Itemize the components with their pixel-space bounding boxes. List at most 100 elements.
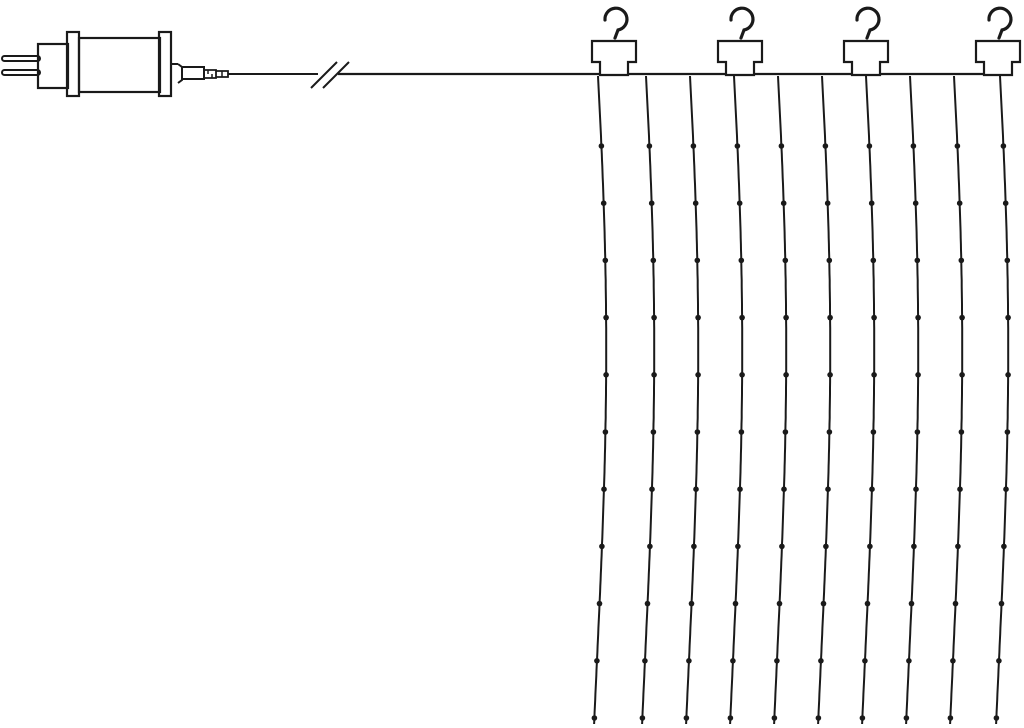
led-bulb <box>866 143 873 149</box>
led-bulb <box>778 143 785 149</box>
led-bulb <box>603 372 609 378</box>
led-bulb <box>868 200 875 206</box>
led-bulb <box>870 257 877 264</box>
led-bulb <box>695 372 701 378</box>
led-bulb <box>776 600 783 607</box>
lead-cable-icon <box>228 61 1008 89</box>
led-bulb <box>869 486 875 493</box>
led-bulb <box>1000 143 1007 149</box>
led-bulb <box>1004 257 1011 264</box>
led-bulb <box>911 543 917 550</box>
led-bulb <box>998 600 1005 607</box>
led-bulb <box>996 658 1002 664</box>
led-bulb <box>695 314 701 321</box>
led-bulb <box>730 658 736 664</box>
led-bulb <box>958 257 965 264</box>
led-bulb <box>738 257 745 264</box>
led-strand-icon <box>591 75 609 725</box>
led-bulb <box>779 543 785 550</box>
led-bulb <box>735 543 741 550</box>
led-bulb <box>783 372 789 378</box>
led-bulb <box>871 314 877 321</box>
hanging-hook-icon <box>590 6 638 77</box>
led-bulb <box>914 257 921 264</box>
led-bulb <box>781 486 787 493</box>
power-adapter-icon <box>77 30 178 98</box>
led-bulb <box>820 600 827 607</box>
led-bulb <box>603 314 609 321</box>
led-bulb <box>957 486 963 493</box>
led-bulb <box>599 543 605 550</box>
led-strand-icon <box>815 75 833 725</box>
led-bulb <box>1005 372 1011 378</box>
led-bulb <box>903 715 910 721</box>
led-bulb <box>736 200 743 206</box>
led-bulb <box>959 372 965 378</box>
led-strand-icon <box>727 75 745 725</box>
led-bulb <box>598 143 605 149</box>
led-bulb <box>780 200 787 206</box>
led-bulb <box>782 257 789 264</box>
led-bulb <box>771 715 778 721</box>
led-strand-icon <box>683 75 701 725</box>
led-bulb <box>739 372 745 378</box>
led-strand-icon <box>771 75 789 725</box>
led-bulb <box>683 715 690 721</box>
led-bulb <box>690 143 697 149</box>
led-bulb <box>859 715 866 721</box>
led-strand-icon <box>993 75 1011 725</box>
led-bulb <box>826 429 833 435</box>
led-bulb <box>650 429 657 435</box>
led-strand-icon <box>903 75 921 725</box>
led-bulb <box>651 372 657 378</box>
led-bulb <box>1003 486 1009 493</box>
power-plug-icon <box>1 30 81 98</box>
led-bulb <box>1004 429 1011 435</box>
cable-break-mark <box>310 61 350 89</box>
led-bulb <box>912 200 919 206</box>
led-bulb <box>955 543 961 550</box>
led-bulb <box>908 600 915 607</box>
led-bulb <box>600 200 607 206</box>
led-bulb <box>867 543 873 550</box>
led-bulb <box>823 543 829 550</box>
led-strand-icon <box>639 75 657 725</box>
led-bulb <box>954 143 961 149</box>
led-strands <box>591 75 1011 725</box>
led-bulb <box>862 658 868 664</box>
led-bulb <box>691 543 697 550</box>
led-bulb <box>651 314 657 321</box>
led-bulb <box>591 715 598 721</box>
led-bulb <box>594 658 600 664</box>
led-bulb <box>952 600 959 607</box>
led-bulb <box>826 257 833 264</box>
hanging-hook-icon <box>974 6 1022 77</box>
led-bulb <box>910 143 917 149</box>
led-bulb <box>688 600 695 607</box>
led-bulb <box>822 143 829 149</box>
led-bulb <box>864 600 871 607</box>
led-bulb <box>915 314 921 321</box>
led-bulb <box>642 658 648 664</box>
led-bulb <box>596 600 603 607</box>
led-bulb <box>692 200 699 206</box>
led-bulb <box>686 658 692 664</box>
led-bulb <box>1002 200 1009 206</box>
led-bulb <box>1001 543 1007 550</box>
led-bulb <box>915 372 921 378</box>
led-bulb <box>824 200 831 206</box>
hanging-hooks <box>590 6 1022 77</box>
led-bulb <box>827 372 833 378</box>
led-bulb <box>738 429 745 435</box>
led-bulb <box>648 200 655 206</box>
led-bulb <box>1005 314 1011 321</box>
led-bulb <box>870 429 877 435</box>
led-bulb <box>825 486 831 493</box>
hanging-hook-icon <box>716 6 764 77</box>
led-bulb <box>774 658 780 664</box>
led-bulb <box>694 257 701 264</box>
led-bulb <box>950 658 956 664</box>
led-strand-icon <box>947 75 965 725</box>
led-bulb <box>693 486 699 493</box>
